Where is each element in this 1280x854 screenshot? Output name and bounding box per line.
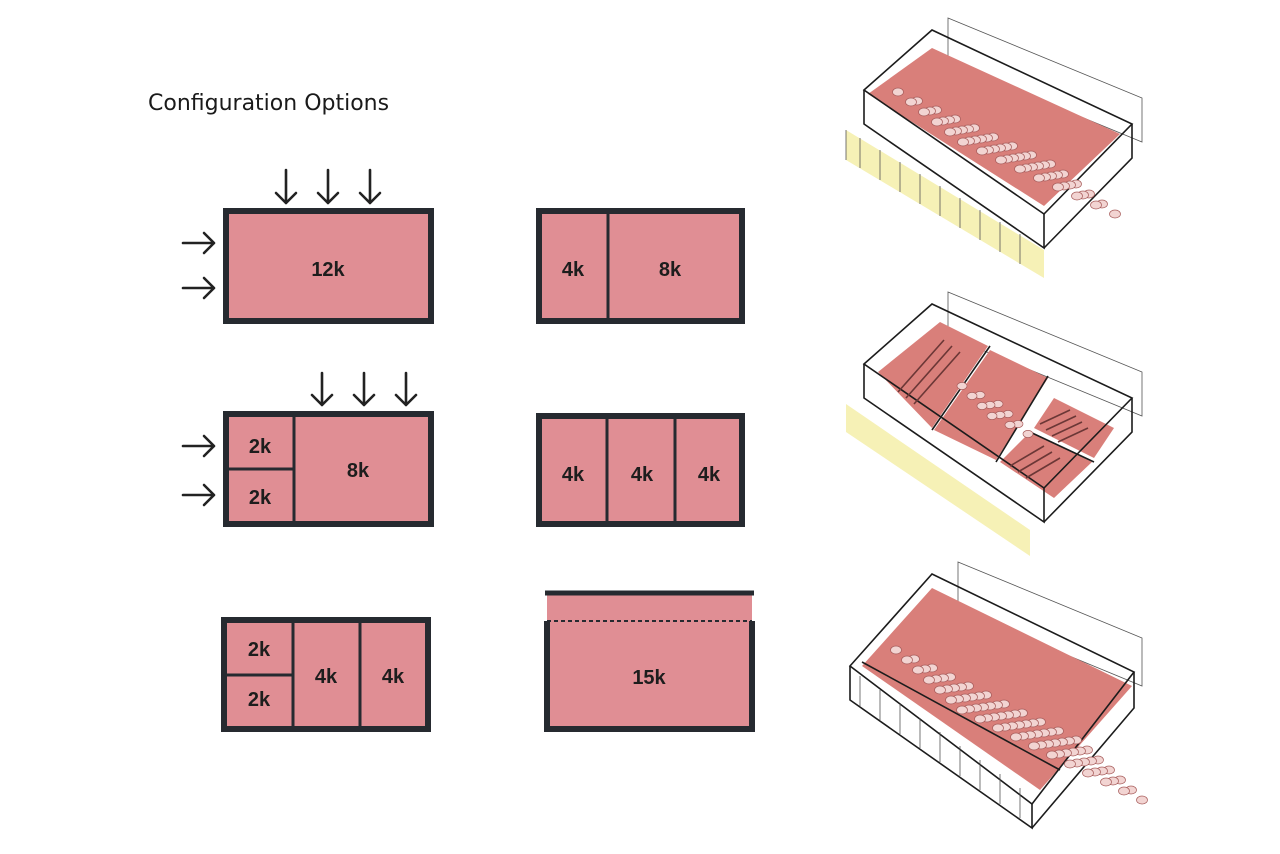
round-table-icon xyxy=(931,117,943,127)
room-frame xyxy=(536,208,745,324)
round-table-icon xyxy=(956,382,968,390)
round-table-icon xyxy=(1022,430,1034,438)
round-table-icon xyxy=(918,107,930,117)
round-table-icon xyxy=(890,645,902,655)
arrow-down-icon xyxy=(394,371,418,407)
round-table-icon xyxy=(1136,795,1148,805)
room-frame xyxy=(536,413,745,527)
arrow-right-icon xyxy=(181,276,216,300)
arrow-right-icon xyxy=(181,231,216,255)
round-table-icon xyxy=(901,655,913,665)
room-frame xyxy=(544,621,755,732)
room-label: 4k xyxy=(562,464,585,486)
round-table-icon xyxy=(974,714,986,724)
room-frame xyxy=(223,411,434,527)
room-label: 8k xyxy=(347,460,370,482)
arrow-down-icon xyxy=(310,371,334,407)
isometric-view-split-mixed xyxy=(846,291,1143,556)
diagram-title: Configuration Options xyxy=(148,91,389,116)
arrow-down-icon xyxy=(316,168,340,205)
round-table-icon xyxy=(966,392,978,400)
room-label: 12k xyxy=(311,259,345,281)
round-table-icon xyxy=(1010,732,1022,742)
room-d-area xyxy=(539,416,742,524)
round-table-icon xyxy=(1033,173,1045,183)
round-table-icon xyxy=(1100,777,1112,787)
round-table-icon xyxy=(1082,768,1094,778)
room-label: 8k xyxy=(659,259,682,281)
round-table-icon xyxy=(945,695,957,705)
round-table-icon xyxy=(912,665,924,675)
round-table-icon xyxy=(1046,750,1058,760)
round-table-icon xyxy=(956,705,968,715)
round-table-icon xyxy=(1014,164,1026,174)
room-label: 4k xyxy=(382,666,405,688)
theater-rows xyxy=(897,339,1089,479)
room-label: 4k xyxy=(698,464,721,486)
room-label: 2k xyxy=(249,487,272,509)
room-label: 2k xyxy=(249,436,272,458)
config-a: 12k xyxy=(181,168,434,324)
config-e: 2k 2k 4k 4k xyxy=(221,617,431,732)
round-table-icon xyxy=(1028,741,1040,751)
room-label: 4k xyxy=(562,259,585,281)
round-table-icon xyxy=(1052,182,1064,192)
room-label: 2k xyxy=(248,689,271,711)
round-table-icon xyxy=(1064,759,1076,769)
round-table-icon xyxy=(923,675,935,685)
round-table-icon xyxy=(1118,786,1130,796)
room-label: 2k xyxy=(248,639,271,661)
config-c: 2k 2k 8k xyxy=(181,371,434,527)
round-table-icon xyxy=(976,146,988,156)
round-table-icon xyxy=(944,127,956,137)
isometric-view-banquet-full xyxy=(845,17,1143,278)
round-table-icon xyxy=(992,723,1004,733)
arrow-down-icon xyxy=(274,168,298,205)
room-frame xyxy=(221,617,431,732)
round-table-icon xyxy=(1109,209,1121,219)
room-frame xyxy=(223,208,434,324)
room-label: 4k xyxy=(315,666,338,688)
round-table-icon xyxy=(934,685,946,695)
round-table-icon xyxy=(1071,191,1083,201)
room-f-1 xyxy=(547,593,752,728)
room-b-area xyxy=(539,211,742,321)
round-table-icon xyxy=(1004,421,1016,429)
isometric-view-banquet-expanded xyxy=(848,561,1148,830)
config-b: 4k 8k xyxy=(536,208,745,324)
round-table-icon xyxy=(1090,200,1102,210)
round-table-icon xyxy=(957,137,969,147)
round-table-icon xyxy=(995,155,1007,165)
arrow-right-icon xyxy=(181,483,216,507)
room-a-1 xyxy=(226,211,431,321)
round-table-icon xyxy=(976,402,988,410)
config-d: 4k 4k 4k xyxy=(536,413,745,527)
arrow-right-icon xyxy=(181,434,216,458)
round-table-icon xyxy=(986,412,998,420)
round-table-icon xyxy=(905,97,917,107)
room-label: 4k xyxy=(631,464,654,486)
arrow-down-icon xyxy=(352,371,376,407)
room-label: 15k xyxy=(632,667,666,689)
config-f: 15k xyxy=(544,590,755,732)
round-table-icon xyxy=(892,87,904,97)
arrow-down-icon xyxy=(358,168,382,205)
